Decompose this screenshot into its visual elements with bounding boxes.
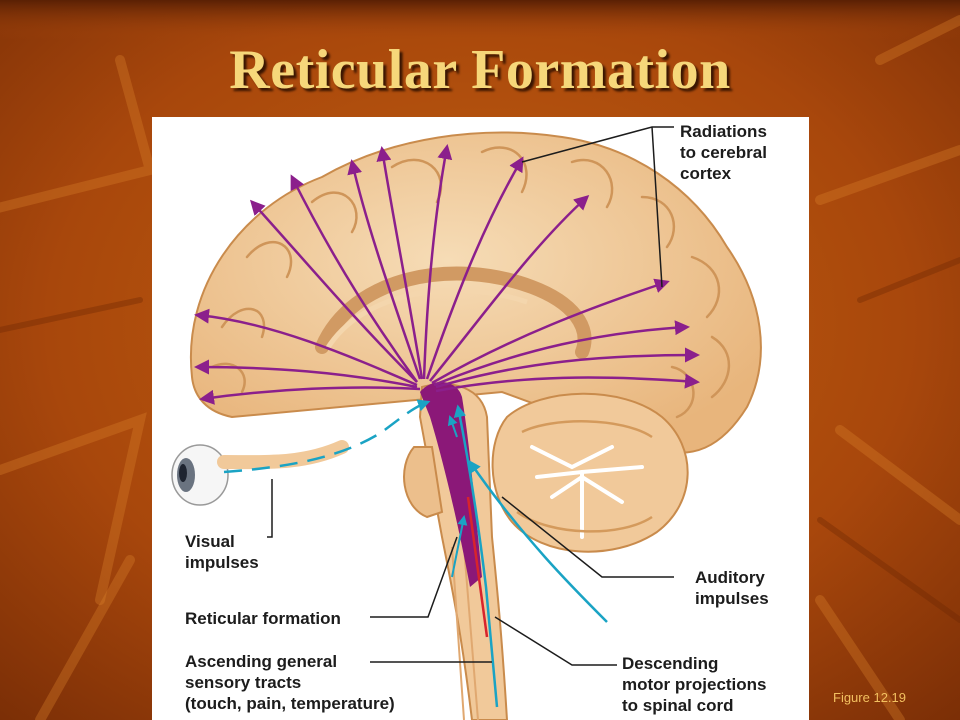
brain-diagram	[171, 126, 762, 720]
visual-pathway	[223, 399, 431, 474]
label-descending-line-1: Descending	[622, 654, 719, 673]
label-ascending-line-2: sensory tracts	[185, 673, 302, 692]
cortex-radiations	[194, 144, 700, 405]
cerebellum	[491, 392, 689, 553]
label-radiations-line-3: cortex	[680, 164, 732, 183]
figure-panel: Radiations to cerebral cortex Visual imp…	[152, 117, 809, 720]
label-radiations-line-1: Radiations	[680, 122, 767, 141]
label-visual-line-1: Visual	[185, 532, 235, 551]
leader-lines	[267, 126, 674, 666]
figure-number: Figure 12.19	[833, 690, 906, 705]
label-reticular-line-1: Reticular formation	[185, 609, 341, 628]
label-visual: Visual impulses	[185, 531, 259, 573]
label-radiations-line-2: to cerebral	[680, 143, 767, 162]
label-descending: Descending motor projections to spinal c…	[622, 653, 767, 716]
label-reticular: Reticular formation	[185, 608, 341, 629]
label-auditory-line-1: Auditory	[695, 568, 765, 587]
eye	[171, 440, 349, 506]
ascending-sensory-pathway	[453, 404, 499, 708]
slide-title: Reticular Formation	[229, 39, 731, 101]
label-visual-line-2: impulses	[185, 553, 259, 572]
label-ascending-line-1: Ascending general	[185, 652, 338, 671]
gyri-folds	[210, 146, 731, 419]
label-auditory-line-2: impulses	[695, 589, 769, 608]
label-descending-line-3: to spinal cord	[622, 696, 734, 715]
label-radiations: Radiations to cerebral cortex	[680, 121, 767, 184]
motor-path	[466, 496, 489, 638]
reticular-formation-column	[420, 381, 482, 587]
label-ascending: Ascending general sensory tracts (touch,…	[185, 651, 395, 714]
corpus-callosum	[315, 266, 592, 359]
label-ascending-line-3: (touch, pain, temperature)	[185, 694, 395, 713]
auditory-pathway	[468, 459, 608, 623]
label-auditory: Auditory impulses	[695, 567, 769, 609]
label-descending-line-2: motor projections	[622, 675, 767, 694]
